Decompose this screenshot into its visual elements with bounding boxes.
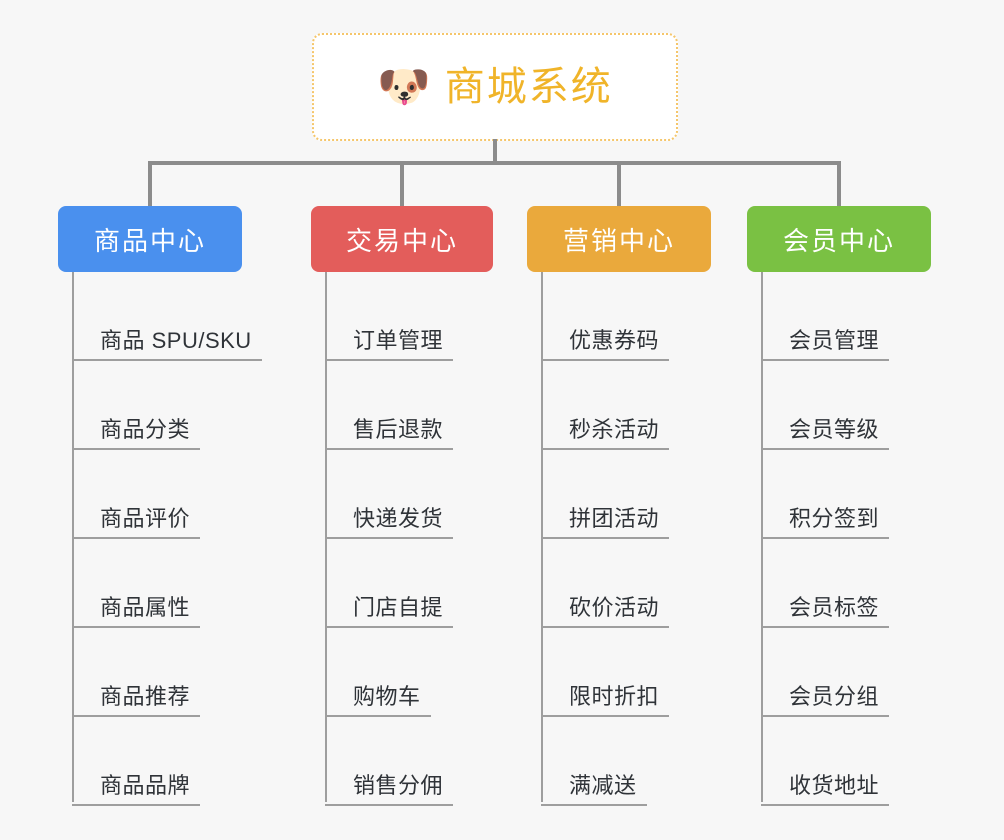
leaf-item[interactable]: 售后退款 — [311, 361, 493, 450]
leaf-item[interactable]: 商品分类 — [58, 361, 242, 450]
leaf-underline — [325, 626, 453, 628]
category-column-marketing-center: 营销中心优惠券码秒杀活动拼团活动砍价活动限时折扣满减送 — [527, 206, 711, 806]
category-box-marketing-center[interactable]: 营销中心 — [527, 206, 711, 272]
leaf-underline — [761, 804, 889, 806]
category-column-trade-center: 交易中心订单管理售后退款快递发货门店自提购物车销售分佣 — [311, 206, 493, 806]
leaf-label: 商品 SPU/SKU — [100, 328, 252, 353]
leaf-item[interactable]: 商品评价 — [58, 450, 242, 539]
leaf-underline — [325, 537, 453, 539]
leaf-underline — [541, 715, 669, 717]
leaf-underline — [72, 715, 200, 717]
leaf-item[interactable]: 快递发货 — [311, 450, 493, 539]
leaf-label: 限时折扣 — [569, 684, 660, 709]
category-label: 营销中心 — [562, 225, 675, 256]
category-label: 商品中心 — [93, 225, 206, 256]
dog-face-emoji: 🐶 — [377, 61, 431, 112]
category-box-product-center[interactable]: 商品中心 — [58, 206, 242, 272]
leaf-item[interactable]: 会员等级 — [747, 361, 931, 450]
leaf-label: 商品属性 — [100, 595, 191, 620]
leaf-label: 积分签到 — [789, 506, 880, 531]
leaf-label: 满减送 — [569, 773, 637, 798]
leaf-label: 售后退款 — [353, 417, 444, 442]
leaf-underline — [325, 804, 453, 806]
leaf-underline — [541, 537, 669, 539]
leaf-item[interactable]: 商品推荐 — [58, 628, 242, 717]
leaf-underline — [72, 359, 262, 361]
leaf-label: 商品推荐 — [100, 684, 191, 709]
root-node[interactable]: 🐶 商城系统 — [312, 33, 678, 141]
leaf-item[interactable]: 会员分组 — [747, 628, 931, 717]
leaf-item[interactable]: 砍价活动 — [527, 539, 711, 628]
leaf-label: 会员分组 — [789, 684, 880, 709]
leaf-underline — [761, 626, 889, 628]
leaf-item[interactable]: 会员标签 — [747, 539, 931, 628]
leaf-underline — [541, 359, 669, 361]
category-label: 会员中心 — [782, 225, 895, 256]
leaf-underline — [325, 448, 453, 450]
leaf-label: 销售分佣 — [353, 773, 444, 798]
leaf-label: 收货地址 — [789, 773, 880, 798]
leaf-item[interactable]: 满减送 — [527, 717, 711, 806]
leaf-underline — [761, 537, 889, 539]
connector-path — [148, 139, 841, 208]
leaf-label: 秒杀活动 — [569, 417, 660, 442]
leaf-underline — [325, 359, 453, 361]
leaf-item[interactable]: 购物车 — [311, 628, 493, 717]
leaf-item[interactable]: 限时折扣 — [527, 628, 711, 717]
leaf-item[interactable]: 收货地址 — [747, 717, 931, 806]
leaf-label: 购物车 — [353, 684, 421, 709]
leaf-item[interactable]: 会员管理 — [747, 272, 931, 361]
leaf-item[interactable]: 秒杀活动 — [527, 361, 711, 450]
leaf-underline — [541, 448, 669, 450]
category-label: 交易中心 — [345, 225, 458, 256]
leaf-label: 砍价活动 — [569, 595, 660, 620]
category-box-member-center[interactable]: 会员中心 — [747, 206, 931, 272]
leaf-label: 商品评价 — [100, 506, 191, 531]
leaf-label: 会员标签 — [789, 595, 880, 620]
category-column-member-center: 会员中心会员管理会员等级积分签到会员标签会员分组收货地址 — [747, 206, 931, 806]
leaf-list-member-center: 会员管理会员等级积分签到会员标签会员分组收货地址 — [747, 272, 931, 806]
leaf-item[interactable]: 商品属性 — [58, 539, 242, 628]
leaf-underline — [72, 537, 200, 539]
leaf-list-product-center: 商品 SPU/SKU 商品分类商品评价商品属性商品推荐商品品牌 — [58, 272, 262, 806]
leaf-label: 商品品牌 — [100, 773, 191, 798]
leaf-item[interactable]: 门店自提 — [311, 539, 493, 628]
root-title: 商城系统 — [444, 65, 613, 109]
leaf-underline — [72, 448, 200, 450]
leaf-underline — [325, 715, 431, 717]
leaf-underline — [72, 804, 200, 806]
leaf-label: 会员等级 — [789, 417, 880, 442]
leaf-item[interactable]: 商品品牌 — [58, 717, 242, 806]
leaf-list-marketing-center: 优惠券码秒杀活动拼团活动砍价活动限时折扣满减送 — [527, 272, 711, 806]
leaf-underline — [761, 448, 889, 450]
leaf-label: 门店自提 — [353, 595, 444, 620]
leaf-underline — [541, 626, 669, 628]
leaf-underline — [761, 359, 889, 361]
leaf-item[interactable]: 拼团活动 — [527, 450, 711, 539]
leaf-underline — [72, 626, 200, 628]
leaf-item[interactable]: 销售分佣 — [311, 717, 493, 806]
leaf-underline — [761, 715, 889, 717]
category-box-trade-center[interactable]: 交易中心 — [311, 206, 493, 272]
category-column-product-center: 商品中心商品 SPU/SKU 商品分类商品评价商品属性商品推荐商品品牌 — [58, 206, 262, 806]
leaf-label: 拼团活动 — [569, 506, 660, 531]
leaf-item[interactable]: 商品 SPU/SKU — [58, 272, 262, 361]
leaf-label: 快递发货 — [353, 506, 444, 531]
leaf-item[interactable]: 订单管理 — [311, 272, 493, 361]
leaf-list-trade-center: 订单管理售后退款快递发货门店自提购物车销售分佣 — [311, 272, 493, 806]
leaf-label: 优惠券码 — [569, 328, 660, 353]
leaf-label: 商品分类 — [100, 417, 191, 442]
leaf-item[interactable]: 积分签到 — [747, 450, 931, 539]
leaf-label: 订单管理 — [353, 328, 444, 353]
leaf-item[interactable]: 优惠券码 — [527, 272, 711, 361]
leaf-underline — [541, 804, 647, 806]
leaf-label: 会员管理 — [789, 328, 880, 353]
